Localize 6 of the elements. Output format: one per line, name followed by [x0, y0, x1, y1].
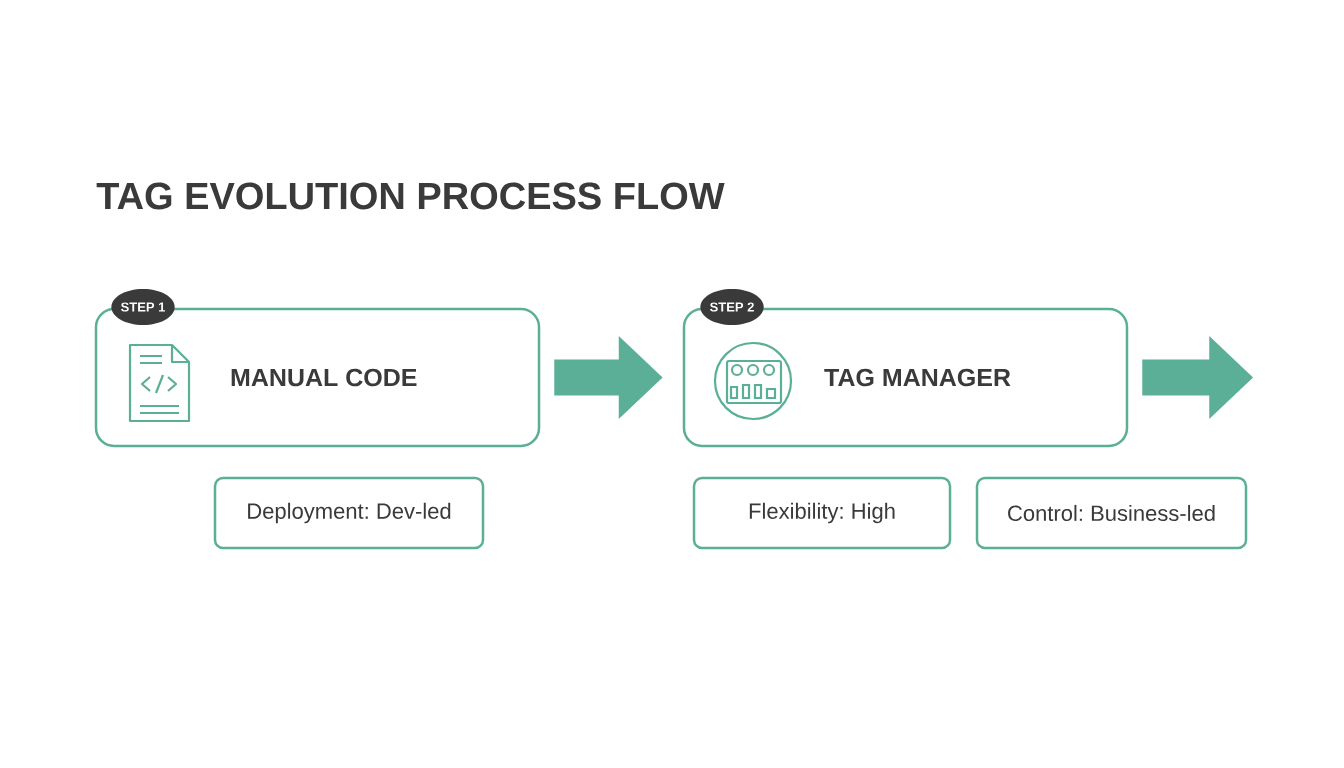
attribute-box: Control: Business-led [975, 476, 1248, 550]
attribute-box: Deployment: Dev-led [213, 476, 485, 550]
title: TAG EVOLUTION PROCESS FLOW [96, 182, 725, 210]
step-badge: STEP 1 [111, 289, 175, 325]
step-badge: STEP 2 [700, 289, 764, 325]
attribute-box: Flexibility: High [692, 476, 952, 550]
